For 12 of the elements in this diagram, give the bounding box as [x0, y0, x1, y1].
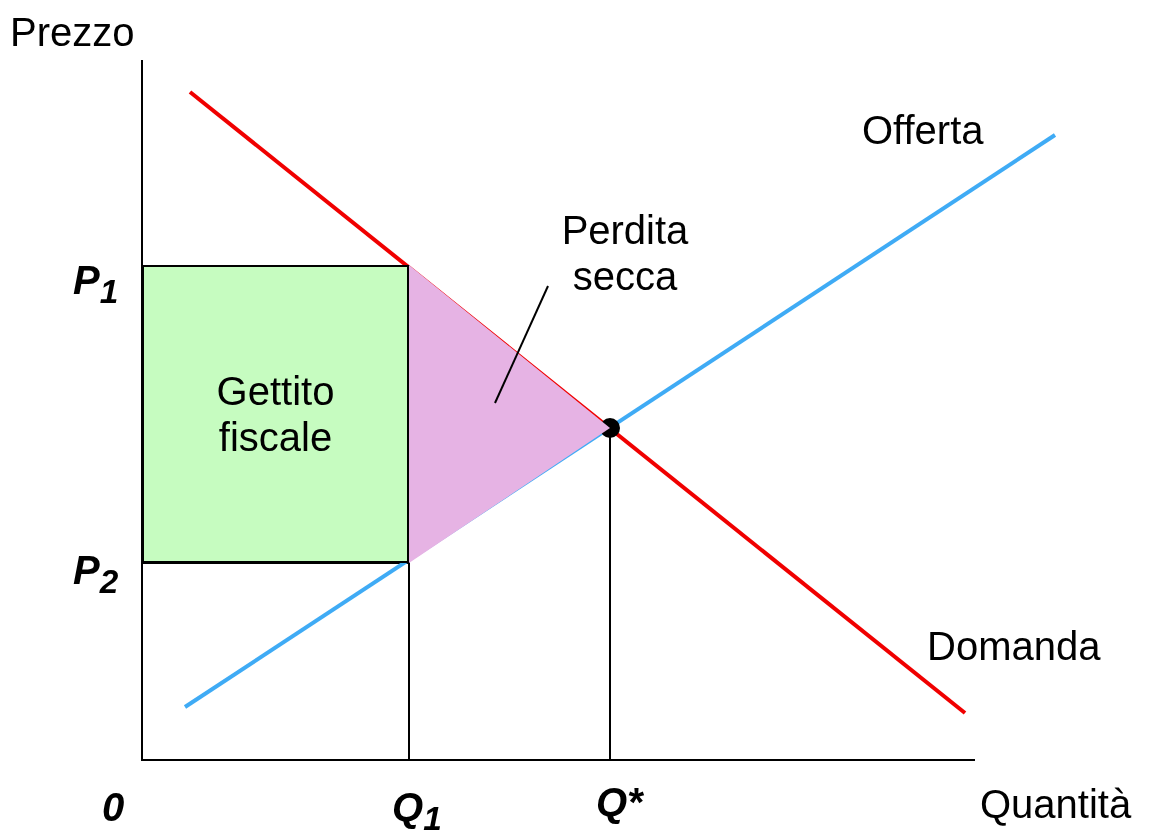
origin-label: 0 — [102, 785, 125, 829]
curve-label: Domanda — [927, 624, 1101, 668]
tax-revenue-rectangle: Gettito fiscale — [142, 265, 409, 563]
area-label: Perdita secca — [535, 206, 715, 300]
quantity-label: Q$_{1}$ — [392, 785, 442, 832]
leader-line — [494, 285, 549, 404]
price-label: P$_{2}$ — [73, 548, 119, 602]
axis-title: Quantità — [980, 782, 1132, 826]
axis-title: Prezzo — [10, 10, 135, 54]
curve-label: Offerta — [862, 108, 984, 152]
price-label: P$_{1}$ — [73, 258, 119, 312]
quantity-label: Q* — [596, 780, 643, 824]
